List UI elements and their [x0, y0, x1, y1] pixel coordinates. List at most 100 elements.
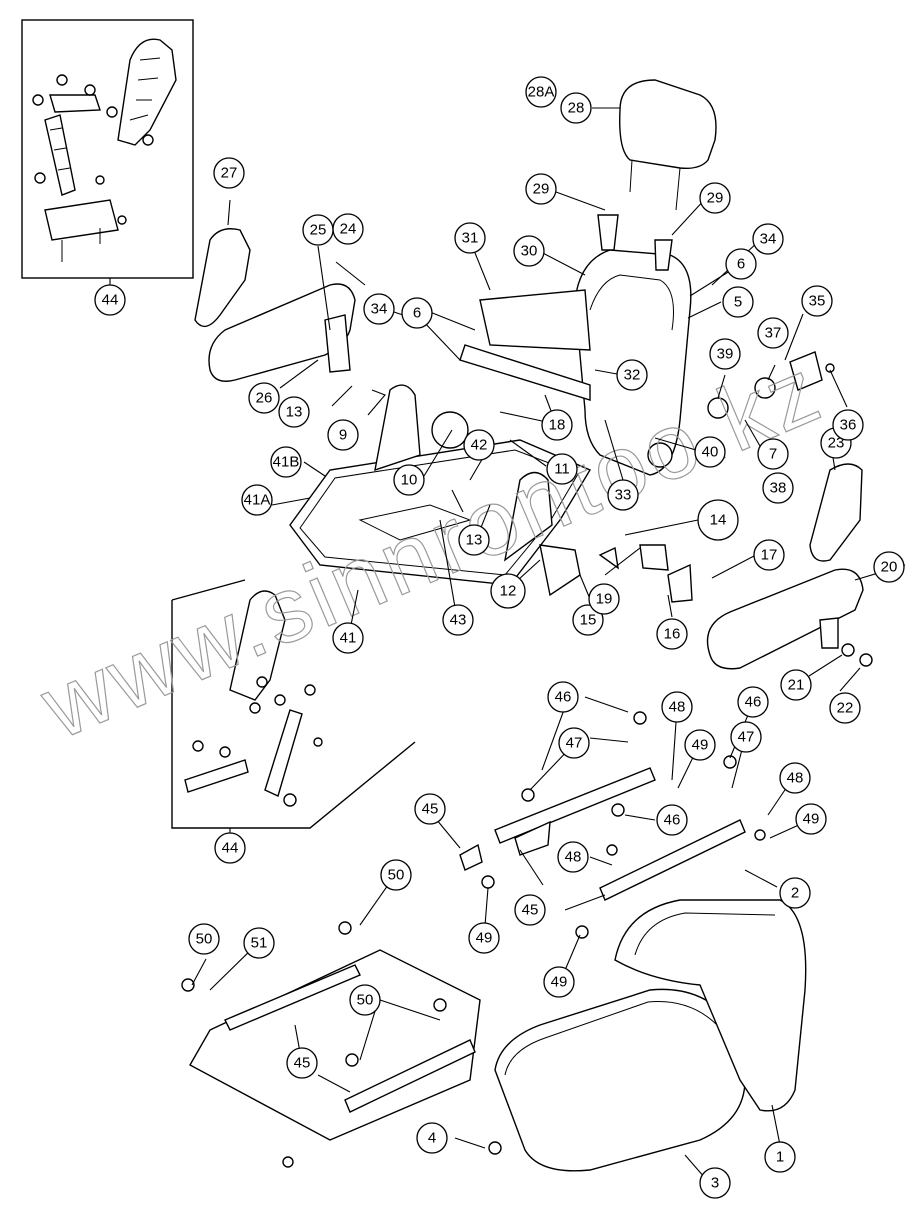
svg-text:36: 36 — [840, 417, 857, 434]
callout-49-b: 49 — [795, 803, 827, 835]
svg-text:30: 30 — [521, 243, 538, 260]
callout-29-right: 29 — [699, 182, 731, 214]
svg-text:7: 7 — [769, 446, 777, 463]
callout-36: 36 — [832, 409, 864, 441]
svg-text:44: 44 — [102, 292, 119, 309]
svg-text:16: 16 — [664, 626, 681, 643]
callout-49-d: 49 — [543, 966, 575, 998]
svg-text:38: 38 — [770, 480, 787, 497]
callout-14: 14 — [697, 499, 739, 541]
svg-text:13: 13 — [286, 404, 303, 421]
svg-text:4: 4 — [428, 1130, 436, 1147]
svg-text:45: 45 — [422, 801, 439, 818]
callout-35: 35 — [801, 285, 833, 317]
callout-50-b: 50 — [188, 923, 220, 955]
svg-text:21: 21 — [788, 677, 805, 694]
callout-45-a: 45 — [414, 793, 446, 825]
callout-44-bottom: 44 — [214, 832, 246, 864]
svg-text:12: 12 — [500, 583, 517, 600]
svg-text:6: 6 — [413, 305, 421, 322]
callout-31: 31 — [454, 222, 486, 254]
callout-46-c: 46 — [656, 804, 688, 836]
svg-text:40: 40 — [702, 444, 719, 461]
svg-text:15: 15 — [580, 612, 597, 629]
callout-19: 19 — [588, 583, 620, 615]
svg-text:49: 49 — [551, 974, 568, 991]
callout-6-left: 6 — [401, 297, 433, 329]
callout-4: 4 — [416, 1122, 448, 1154]
callout-41A: 41A — [241, 484, 273, 516]
callout-33: 33 — [607, 479, 639, 511]
svg-text:47: 47 — [566, 735, 583, 752]
svg-text:46: 46 — [745, 694, 762, 711]
callout-46-a: 46 — [547, 681, 579, 713]
recline-knob-assembly — [707, 351, 835, 419]
svg-text:37: 37 — [765, 325, 782, 342]
svg-text:17: 17 — [761, 547, 778, 564]
svg-text:50: 50 — [357, 992, 374, 1009]
callout-21: 21 — [780, 669, 812, 701]
callout-5: 5 — [722, 286, 754, 318]
callout-43: 43 — [442, 604, 474, 636]
svg-text:33: 33 — [615, 487, 632, 504]
seat-slide-rails-upper — [459, 711, 766, 939]
svg-text:49: 49 — [476, 930, 493, 947]
callout-40: 40 — [694, 436, 726, 468]
svg-text:42: 42 — [471, 437, 488, 454]
svg-text:10: 10 — [401, 472, 418, 489]
svg-text:14: 14 — [710, 512, 727, 529]
watermark: www.sinnrontoo.kz — [27, 338, 836, 759]
inset-armrest-bracket-detail-lower — [171, 579, 416, 829]
svg-text:11: 11 — [554, 461, 570, 478]
svg-text:46: 46 — [664, 812, 681, 829]
callout-18: 18 — [541, 409, 573, 441]
callout-49-a: 49 — [684, 729, 716, 761]
callout-42: 42 — [463, 429, 495, 461]
callout-28A: 28A — [525, 76, 557, 108]
svg-text:45: 45 — [294, 1055, 311, 1072]
svg-text:48: 48 — [565, 849, 582, 866]
svg-text:32: 32 — [624, 367, 641, 384]
callout-39: 39 — [709, 338, 741, 370]
svg-text:5: 5 — [734, 294, 742, 311]
callout-27: 27 — [213, 157, 245, 189]
callout-12: 12 — [490, 573, 526, 609]
callout-48-c: 48 — [557, 841, 589, 873]
callout-45-c: 45 — [286, 1047, 318, 1079]
callout-17: 17 — [753, 539, 785, 571]
svg-text:28A: 28A — [528, 84, 555, 101]
inset-armrest-bracket-detail — [21, 19, 194, 279]
callout-41: 41 — [332, 622, 364, 654]
callout-44-top: 44 — [94, 284, 126, 316]
svg-text:49: 49 — [692, 737, 709, 754]
callout-20: 20 — [873, 551, 905, 583]
callout-37: 37 — [757, 317, 789, 349]
callout-15: 15 — [572, 604, 604, 636]
callout-34-right: 34 — [752, 223, 784, 255]
svg-text:51: 51 — [251, 935, 268, 952]
svg-text:13: 13 — [466, 532, 483, 549]
callout-32: 32 — [616, 359, 648, 391]
svg-text:26: 26 — [256, 390, 273, 407]
svg-text:18: 18 — [549, 417, 566, 434]
callout-34-left: 34 — [363, 293, 395, 325]
svg-text:34: 34 — [760, 231, 777, 248]
svg-text:29: 29 — [707, 190, 724, 207]
svg-text:28: 28 — [568, 100, 585, 117]
callout-13-upper: 13 — [278, 396, 310, 428]
callout-48-a: 48 — [661, 691, 693, 723]
callout-9: 9 — [327, 419, 359, 451]
svg-text:3: 3 — [711, 1175, 719, 1192]
svg-text:50: 50 — [388, 867, 405, 884]
svg-text:48: 48 — [787, 770, 804, 787]
svg-text:6: 6 — [737, 256, 745, 273]
callout-50-c: 50 — [349, 984, 381, 1016]
svg-text:27: 27 — [221, 165, 238, 182]
seat-pan-frame — [289, 384, 592, 586]
svg-text:49: 49 — [803, 811, 820, 828]
callout-41B: 41B — [270, 446, 302, 478]
svg-text:25: 25 — [310, 222, 327, 239]
callout-47-a: 47 — [558, 727, 590, 759]
callout-24: 24 — [332, 213, 364, 245]
svg-text:39: 39 — [717, 346, 734, 363]
